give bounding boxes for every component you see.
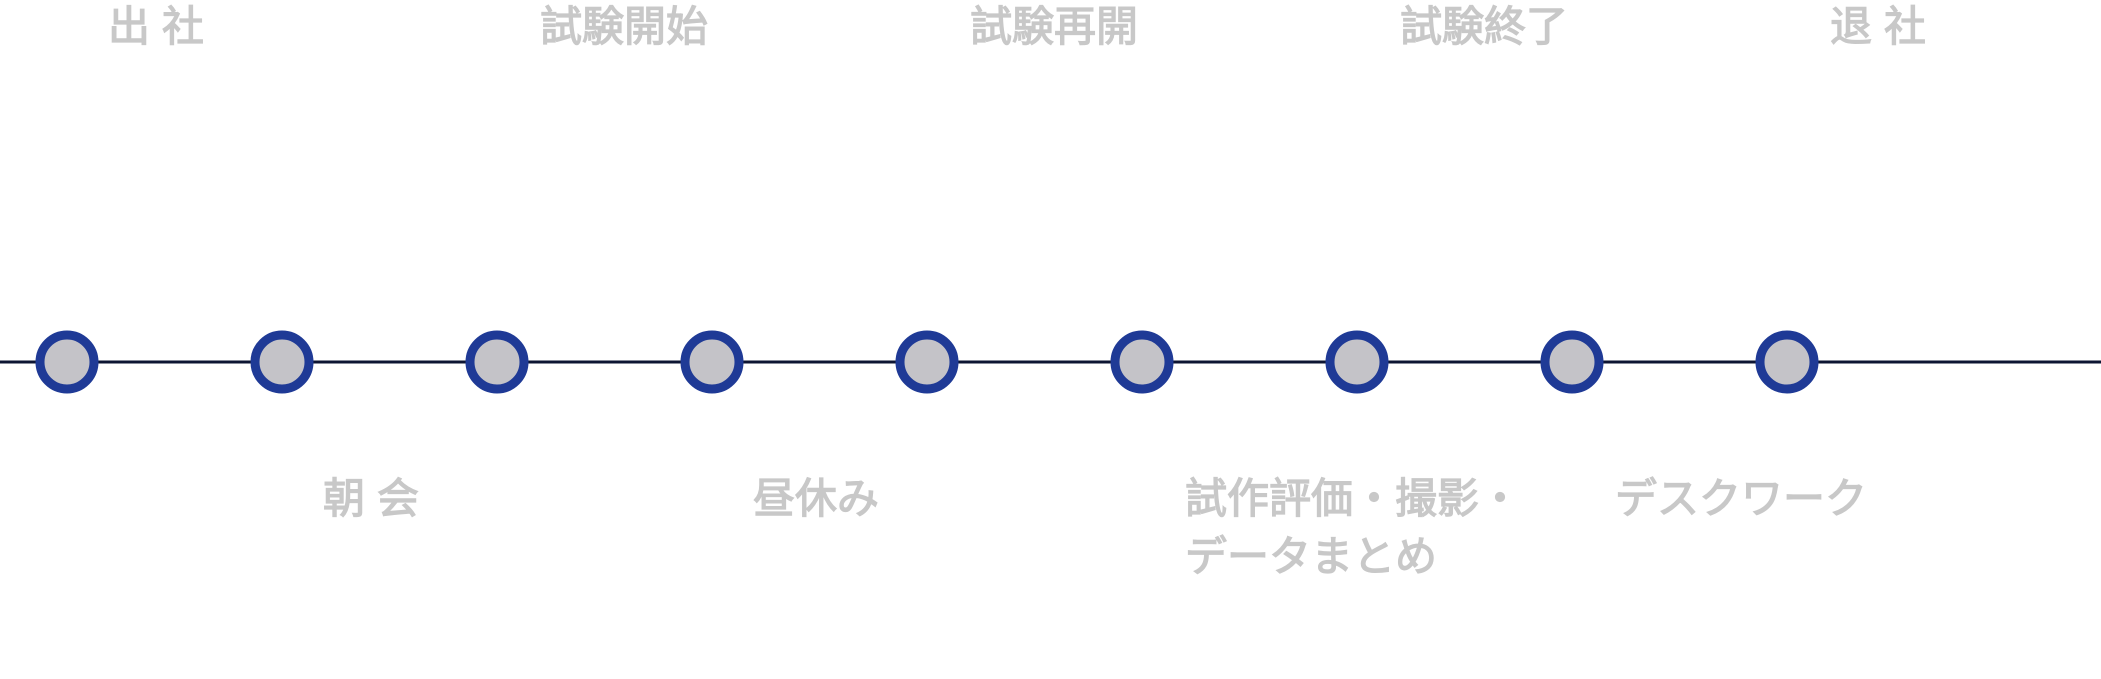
- timeline-node-5: [895, 330, 959, 394]
- timeline-node-6: [1110, 330, 1174, 394]
- event-label-leave: 退社: [1830, 2, 1939, 51]
- event-label-lunch-break: 昼休み: [753, 474, 880, 523]
- timeline-nodes: [35, 330, 1819, 394]
- event-label-arrive: 出社: [108, 2, 217, 51]
- timeline-node-2: [250, 330, 314, 394]
- event-label-test-start: 試験開始: [540, 2, 709, 51]
- event-label-desk-work: デスクワーク: [1615, 474, 1868, 523]
- event-label-prototype-evaluation: 試作評価・撮影・データまとめ: [1185, 474, 1522, 581]
- event-label-test-end: 試験終了: [1400, 2, 1569, 51]
- timeline-node-1: [35, 330, 99, 394]
- timeline-node-7: [1325, 330, 1389, 394]
- event-label-morning-meeting: 朝会: [323, 474, 432, 523]
- timeline-node-4: [680, 330, 744, 394]
- event-label-test-resume: 試験再開: [970, 2, 1139, 51]
- timeline-node-8: [1540, 330, 1604, 394]
- timeline-node-3: [465, 330, 529, 394]
- timeline-node-9: [1755, 330, 1819, 394]
